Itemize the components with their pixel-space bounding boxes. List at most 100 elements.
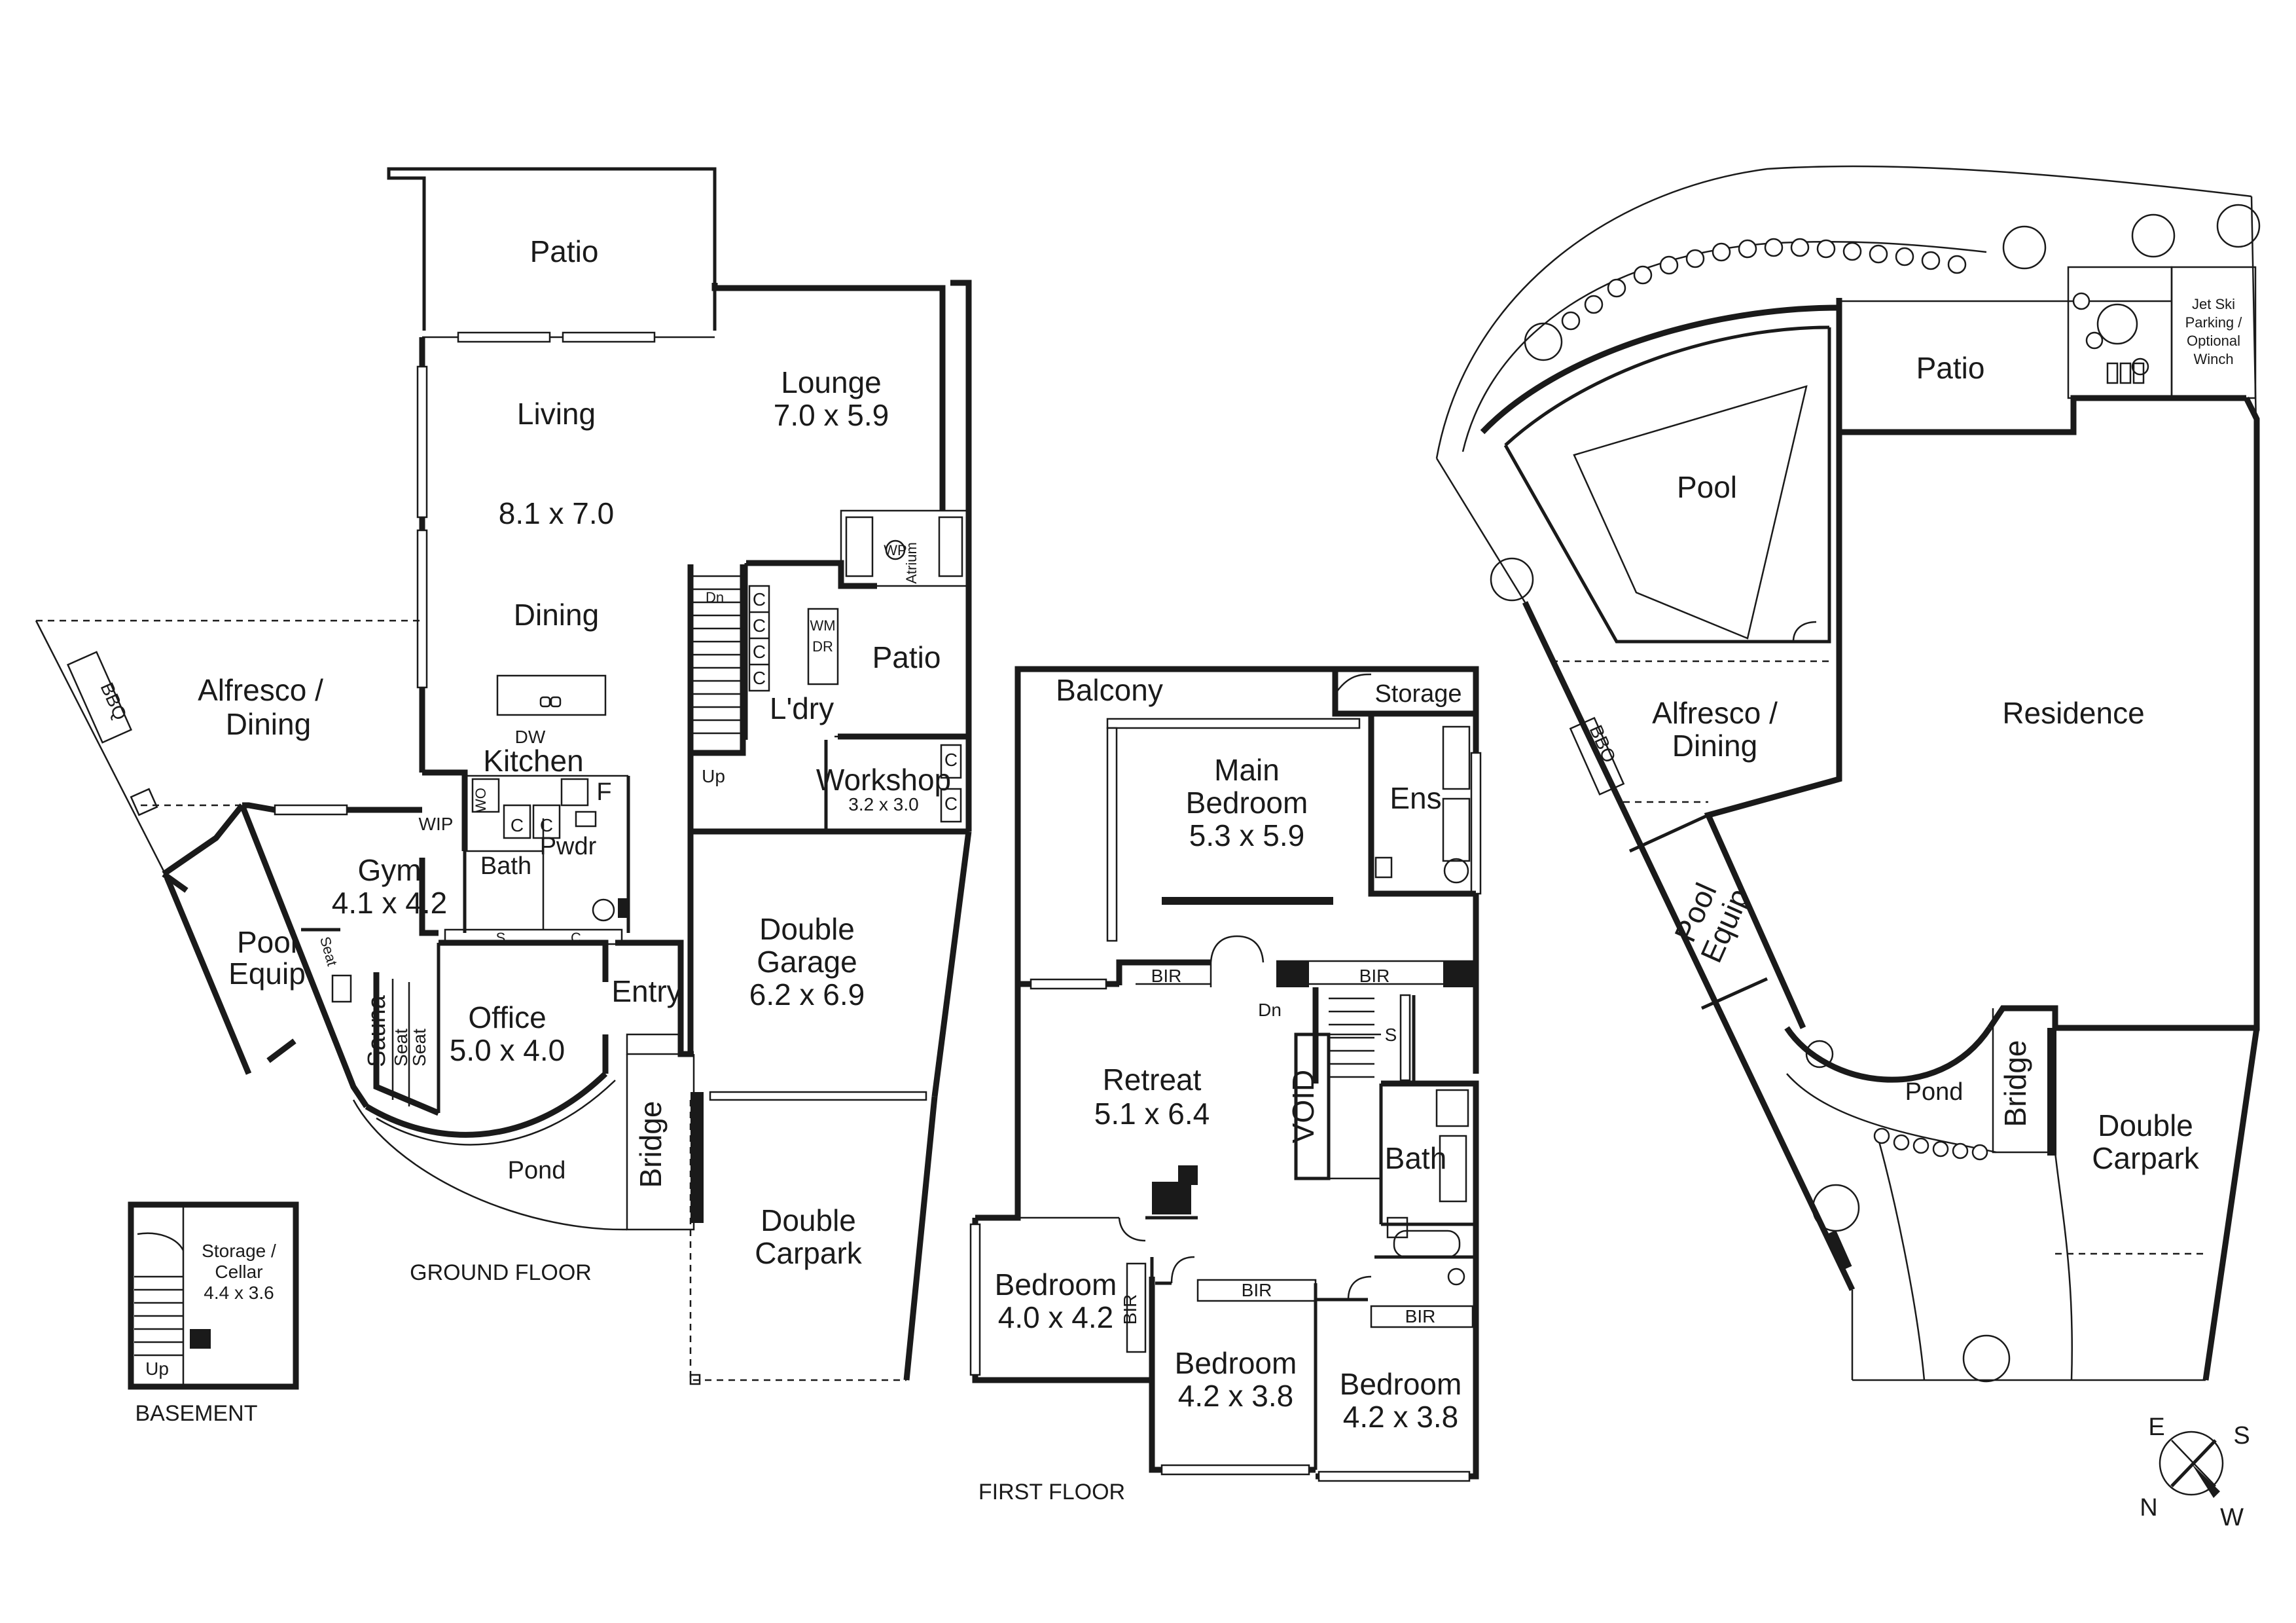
basement-plan — [128, 1201, 299, 1390]
first-floor-labels: Balcony Storage Main Bedroom 5.3 x 5.9 E… — [978, 673, 1462, 1504]
first-void — [1294, 1032, 1331, 1180]
compass-w-label: W — [2220, 1504, 2244, 1531]
pool-equip-line1-label: Pool — [237, 925, 297, 959]
site-pool-equip-walls — [1522, 601, 1856, 1291]
alfresco-line2-label: Dining — [226, 707, 311, 741]
ground-floor-plan — [35, 167, 972, 1385]
site-boundary-arc — [1435, 165, 2252, 459]
site-labels: Jet Ski Parking / Optional Winch Patio P… — [1585, 296, 2242, 1175]
fridge-label: F — [596, 778, 611, 806]
basement-labels: Storage / Cellar 4.4 x 3.6 Up BASEMENT — [135, 1241, 276, 1426]
first-floor-caption: FIRST FLOOR — [978, 1480, 1125, 1504]
first-bath-walls — [1381, 1080, 1479, 1283]
laundry-label: L'dry — [770, 691, 834, 725]
kitchen-c2-label: C — [540, 815, 553, 835]
gym-label: Gym — [357, 853, 421, 887]
bedroom3-size-label: 4.2 x 3.8 — [1343, 1400, 1458, 1434]
office-label: Office — [468, 1000, 546, 1034]
patio-outline — [387, 167, 717, 331]
first-storage — [1332, 669, 1476, 717]
kitchen-c1-label: C — [511, 815, 524, 835]
dw-label: DW — [515, 727, 546, 747]
first-storage-label: Storage — [1374, 680, 1462, 708]
workshop-label: Workshop — [816, 763, 951, 797]
jetski-line2-label: Parking / — [2185, 314, 2243, 331]
site-pond-label: Pond — [1905, 1078, 1964, 1106]
first-floor-outer-top — [1014, 666, 1479, 1074]
bedroom3-label: Bedroom — [1340, 1367, 1462, 1401]
ground-s-label: S — [496, 930, 506, 946]
cupboard-3-label: C — [753, 642, 766, 662]
main-bedroom-bed-rail — [1162, 897, 1333, 905]
dining-label: Dining — [514, 598, 599, 632]
living-size-label: 8.1 x 7.0 — [499, 496, 614, 530]
pool-equip-line2-label: Equip — [228, 957, 306, 991]
ground-stairs — [687, 564, 746, 756]
kitchen-walls — [422, 769, 468, 851]
compass-labels: E S N W — [2140, 1413, 2250, 1531]
jetski-line3-label: Optional — [2187, 333, 2240, 349]
site-plan — [1435, 165, 2261, 1383]
sauna-seat2-label: Seat — [409, 1029, 429, 1067]
ensuite-walls — [1368, 714, 1476, 897]
ground-dn-label: Dn — [706, 589, 724, 606]
site-carpark-line1-label: Double — [2098, 1108, 2193, 1142]
site-bridge-label: Bridge — [1998, 1040, 2032, 1127]
wm-label: WM — [810, 617, 835, 634]
wip-label: WIP — [419, 814, 454, 834]
balcony-label: Balcony — [1056, 673, 1163, 707]
site-carpark-line2-label: Carpark — [2092, 1141, 2200, 1175]
ground-bath-label: Bath — [480, 852, 531, 880]
basement-caption: BASEMENT — [135, 1401, 257, 1426]
ground-c-label: C — [571, 930, 581, 946]
residence-label: Residence — [2002, 696, 2144, 730]
compass-circle — [2159, 1431, 2224, 1496]
ground-patio2-label: Patio — [872, 640, 941, 674]
retreat-size-label: 5.1 x 6.4 — [1094, 1097, 1210, 1131]
bedroom3-bir-label: BIR — [1405, 1306, 1436, 1326]
site-pool — [1573, 385, 1808, 640]
alfresco-line1-label: Alfresco / — [198, 673, 323, 707]
cupboard-2-label: C — [753, 615, 766, 636]
living-label: Living — [517, 397, 596, 431]
bedroom1-label: Bedroom — [995, 1267, 1117, 1302]
entry-label: Entry — [611, 974, 681, 1008]
storage-line2-label: Cellar — [215, 1262, 262, 1282]
lounge-label: Lounge — [781, 365, 882, 399]
site-shrubs — [1561, 238, 2149, 1161]
retreat-walls — [975, 989, 1021, 1221]
main-bedroom-line2-label: Bedroom — [1186, 786, 1308, 820]
ensuite-label: Ens — [1390, 781, 1441, 815]
cupboard-1-label: C — [753, 589, 766, 610]
basement-walls — [128, 1201, 299, 1390]
entry-walls — [615, 939, 694, 1057]
bedroom2-bir-label: BIR — [1242, 1280, 1272, 1300]
atrium-outline — [840, 509, 970, 587]
void-label: VOID — [1286, 1070, 1320, 1143]
site-alfresco-line2-label: Dining — [1672, 729, 1757, 763]
ground-floor-caption: GROUND FLOOR — [410, 1260, 592, 1285]
ground-carpark — [689, 1100, 906, 1381]
garage-line2-label: Garage — [757, 945, 857, 979]
ground-bridge-label: Bridge — [634, 1101, 668, 1188]
ground-patio-label: Patio — [530, 234, 599, 268]
site-pool-arc — [1480, 304, 1840, 435]
jetski-line1-label: Jet Ski — [2192, 296, 2235, 312]
sauna-seat1-label: Seat — [391, 1029, 411, 1067]
main-bir2-label: BIR — [1359, 966, 1390, 986]
compass-n-label: N — [2140, 1494, 2157, 1522]
site-residence-walls — [1704, 432, 1842, 1029]
site-patio-label: Patio — [1916, 351, 1985, 385]
pwdr-label: Pwdr — [540, 833, 597, 860]
first-bath-label: Bath — [1385, 1141, 1447, 1175]
site-pool-label: Pool — [1677, 470, 1737, 504]
cupboard-4-label: C — [753, 668, 766, 688]
compass-e-label: E — [2148, 1413, 2164, 1441]
site-alfresco-line1-label: Alfresco / — [1652, 696, 1778, 730]
basement-stairs — [134, 1275, 183, 1357]
office-size-label: 5.0 x 4.0 — [450, 1033, 565, 1067]
ground-pond-label: Pond — [508, 1157, 566, 1184]
wo-label: WO — [473, 788, 489, 812]
compass — [2159, 1431, 2224, 1498]
first-floor-plan — [969, 666, 1482, 1482]
